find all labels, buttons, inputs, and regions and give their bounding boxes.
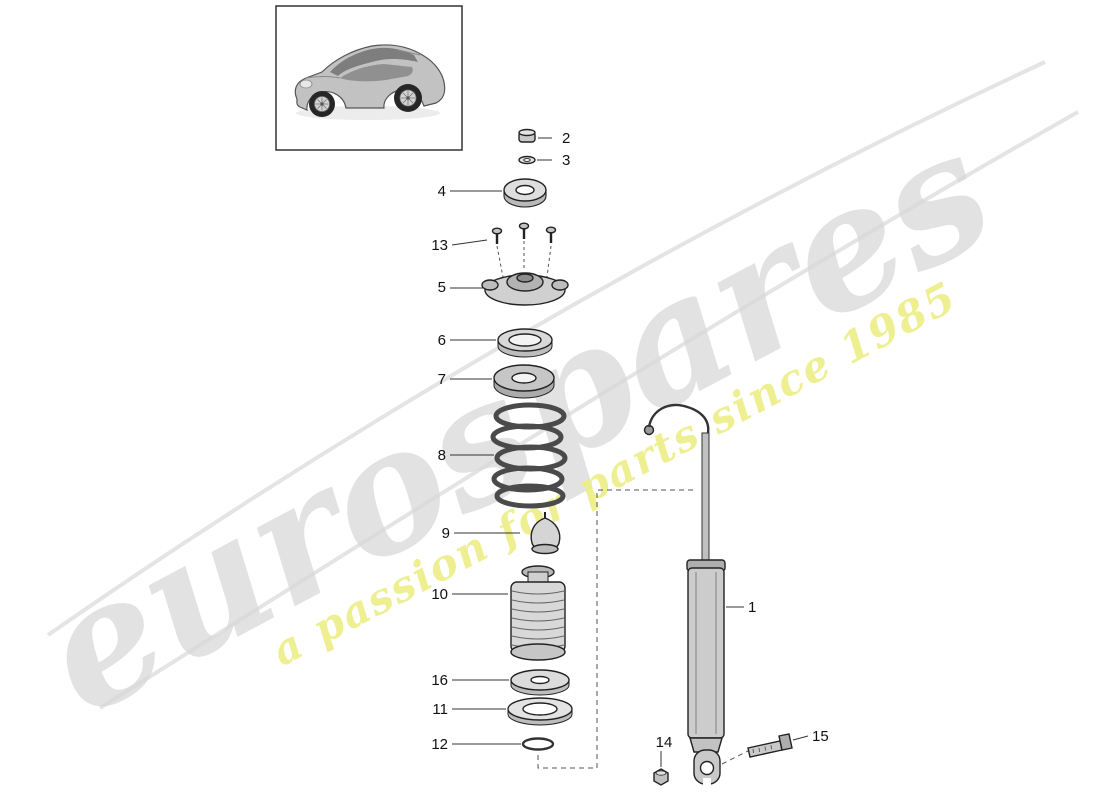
part-11-washer [507,697,573,726]
callout-8: 8 [438,447,446,464]
callout-11: 11 [432,701,448,718]
part-14-nut [653,768,669,786]
part-15-bolt [747,733,793,758]
callout-13: 13 [431,237,448,254]
assembly-dashed-lines [537,489,749,769]
part-16-washer [510,669,570,696]
part-2-nut [518,128,536,143]
callout-14: 14 [656,734,673,751]
part-13-screws [491,222,557,278]
part-6-spacer-ring [497,328,553,358]
screw [491,227,503,244]
callout-15: 15 [812,728,829,745]
part-1-shock-absorber [643,403,726,785]
part-9-bump-stop [530,512,561,555]
car-windshield [330,47,418,76]
part-4-bearing [503,178,547,208]
part-12-o-ring [521,737,555,751]
callout-3: 3 [562,152,570,169]
callout-2: 2 [562,130,570,147]
part-8-coil-spring [490,402,568,509]
callout-12: 12 [431,736,448,753]
part-10-dust-bellows [510,565,566,661]
part-3-washer [518,155,536,165]
callout-1: 1 [748,599,756,616]
vehicle-thumbnail [275,5,463,151]
callout-5: 5 [438,279,446,296]
part-7-spring-seat [493,364,555,399]
screw [518,222,530,239]
callout-16: 16 [431,672,448,689]
screw [545,226,557,243]
callout-9: 9 [442,525,450,542]
callout-6: 6 [438,332,446,349]
part-5-strut-mount [481,272,569,306]
car-rear-wheel [394,84,422,112]
car-side-window [340,64,413,82]
callout-7: 7 [438,371,446,388]
car-front-wheel [309,91,335,117]
callout-4: 4 [438,183,446,200]
car-headlight [299,79,313,89]
callout-10: 10 [431,586,448,603]
